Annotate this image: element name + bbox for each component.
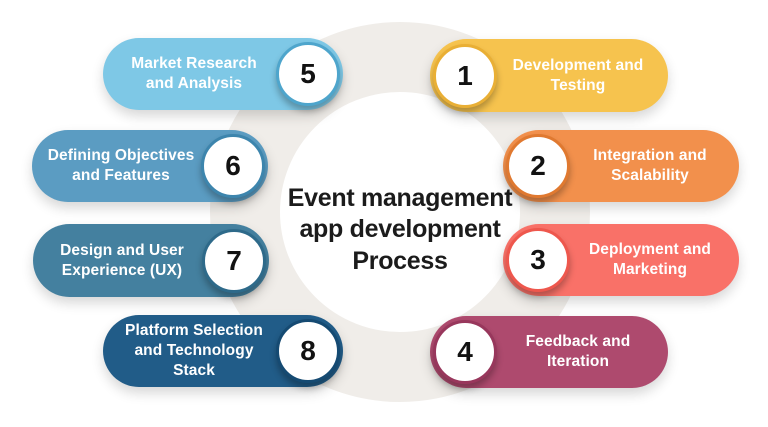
diagram-title: Event management app development Process bbox=[254, 183, 546, 277]
title-line: Event management bbox=[287, 184, 513, 212]
step-label: Platform Selection and Technology Stack bbox=[103, 321, 343, 380]
step-label-line: Testing bbox=[550, 76, 606, 94]
title-line: Process bbox=[352, 246, 448, 275]
step-label-line: Feedback and bbox=[525, 333, 631, 351]
step-label-line: and Technology Stack bbox=[134, 342, 254, 379]
step-label-line: Market Research bbox=[131, 55, 257, 73]
step-label-line: and Features bbox=[72, 167, 170, 184]
title-line: app development bbox=[299, 215, 501, 244]
step-pill: 1 Development and Testing bbox=[430, 39, 668, 112]
step-number: 1 bbox=[457, 59, 473, 91]
step-label-line: Iteration bbox=[546, 353, 610, 370]
step-label: Integration and Scalability bbox=[503, 146, 739, 185]
step-number-badge: 1 bbox=[433, 43, 497, 108]
step-label: Market Research and Analysis bbox=[103, 54, 343, 93]
step-number: 8 bbox=[300, 335, 316, 366]
step-pill: Design and User Experience (UX) 7 bbox=[33, 224, 269, 297]
step-label-line: Experience (UX) bbox=[61, 261, 183, 279]
step-pill: 4 Feedback and Iteration bbox=[430, 316, 668, 388]
step-number-badge: 4 bbox=[433, 320, 497, 384]
step-label-line: Platform Selection bbox=[125, 322, 263, 340]
step-pill: 3 Deployment and Marketing bbox=[503, 224, 739, 296]
step-label: Feedback and Iteration bbox=[430, 332, 668, 371]
step-2-integration-and-scalability: 2 Integration and Scalability bbox=[503, 130, 739, 202]
step-number: 6 bbox=[225, 150, 241, 181]
step-6-defining-objectives-and-features: Defining Objectives and Features 6 bbox=[32, 130, 268, 202]
step-number-badge: 5 bbox=[276, 42, 340, 106]
step-number-badge: 6 bbox=[201, 134, 265, 198]
step-number-badge: 2 bbox=[506, 134, 570, 198]
step-1-development-and-testing: 1 Development and Testing bbox=[430, 39, 668, 112]
step-pill: Defining Objectives and Features 6 bbox=[32, 130, 268, 202]
step-number-badge: 7 bbox=[202, 228, 266, 293]
step-number: 5 bbox=[300, 58, 316, 89]
step-pill: 2 Integration and Scalability bbox=[503, 130, 739, 202]
step-3-deployment-and-marketing: 3 Deployment and Marketing bbox=[503, 224, 739, 296]
step-label: Design and User Experience (UX) bbox=[33, 241, 269, 280]
step-4-feedback-and-iteration: 4 Feedback and Iteration bbox=[430, 316, 668, 388]
step-pill: Market Research and Analysis 5 bbox=[103, 38, 343, 110]
step-number: 2 bbox=[530, 150, 546, 181]
step-7-design-and-user-experience: Design and User Experience (UX) 7 bbox=[33, 224, 269, 297]
step-label: Development and Testing bbox=[430, 56, 668, 95]
step-number: 4 bbox=[457, 336, 473, 367]
step-number: 3 bbox=[530, 244, 546, 275]
step-label-line: Development and bbox=[512, 56, 644, 74]
step-label-line: Deployment and bbox=[589, 241, 711, 259]
step-8-platform-selection-and-technology-stack: Platform Selection and Technology Stack … bbox=[103, 315, 343, 387]
step-pill: Platform Selection and Technology Stack … bbox=[103, 315, 343, 387]
step-label-line: Design and User bbox=[60, 241, 184, 259]
step-number-badge: 3 bbox=[506, 228, 570, 292]
step-label-line: and Analysis bbox=[145, 75, 243, 92]
step-label: Deployment and Marketing bbox=[503, 240, 739, 279]
step-number-badge: 8 bbox=[276, 319, 340, 383]
step-label-line: Defining Objectives bbox=[47, 147, 195, 165]
step-number: 7 bbox=[226, 244, 242, 276]
step-label-line: Integration and bbox=[593, 147, 707, 165]
step-label: Defining Objectives and Features bbox=[32, 146, 268, 185]
step-label-line: Scalability bbox=[611, 167, 689, 184]
step-label-line: Marketing bbox=[612, 261, 688, 278]
step-5-market-research-and-analysis: Market Research and Analysis 5 bbox=[103, 38, 343, 110]
